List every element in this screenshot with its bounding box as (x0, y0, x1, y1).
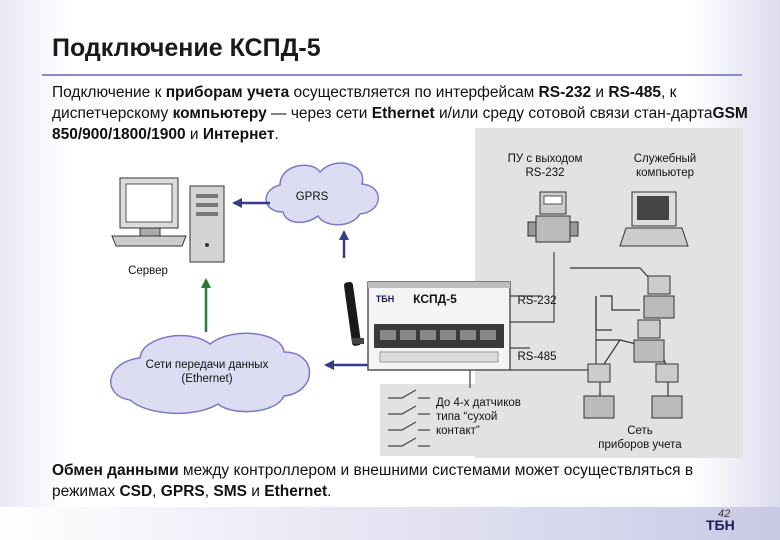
meter-network-label: Сеть приборов учета (598, 425, 682, 451)
company-logo: ТБН (706, 517, 735, 533)
rs232-meter-label: ПУ с выходом RS-232 (507, 153, 583, 179)
intro-paragraph: Подключение к приборам учета осуществляе… (52, 84, 748, 143)
rs232-meter-icon (527, 191, 579, 243)
network-meter-2 (633, 319, 665, 363)
footer-bar (0, 507, 780, 540)
sensors-label: До 4-х датчиков типа “сухой контакт” (436, 397, 521, 437)
device-title: КСПД-5 (413, 292, 457, 306)
slide-title: Подключение КСПД-5 (52, 34, 321, 62)
rs232-line (510, 252, 555, 323)
gprs-cloud (265, 162, 379, 226)
service-computer-icon (619, 191, 689, 247)
ethernet-cloud (110, 332, 311, 414)
service-computer-label: Служебный компьютер (633, 153, 697, 179)
antenna-icon (343, 282, 364, 346)
ethernet-label: Сети передачи данных (Ethernet) (145, 359, 269, 385)
rs232-label: RS-232 (517, 295, 557, 307)
network-meter-4 (651, 363, 683, 419)
title-divider (42, 74, 742, 76)
page-number: 42 (718, 508, 731, 520)
sensors-panel (380, 384, 548, 456)
footer-paragraph: Обмен данными между контроллером и внешн… (52, 462, 694, 500)
server-icon (111, 177, 225, 263)
gprs-label: GPRS (295, 191, 329, 203)
kspd5-device (367, 281, 511, 371)
rs485-label: RS-485 (517, 351, 557, 363)
network-meter-3 (583, 363, 615, 419)
network-meter-1 (643, 275, 675, 319)
dry-contact-sensors (388, 389, 430, 447)
device-brand: ТБН (375, 294, 395, 304)
server-label: Сервер (128, 265, 168, 277)
